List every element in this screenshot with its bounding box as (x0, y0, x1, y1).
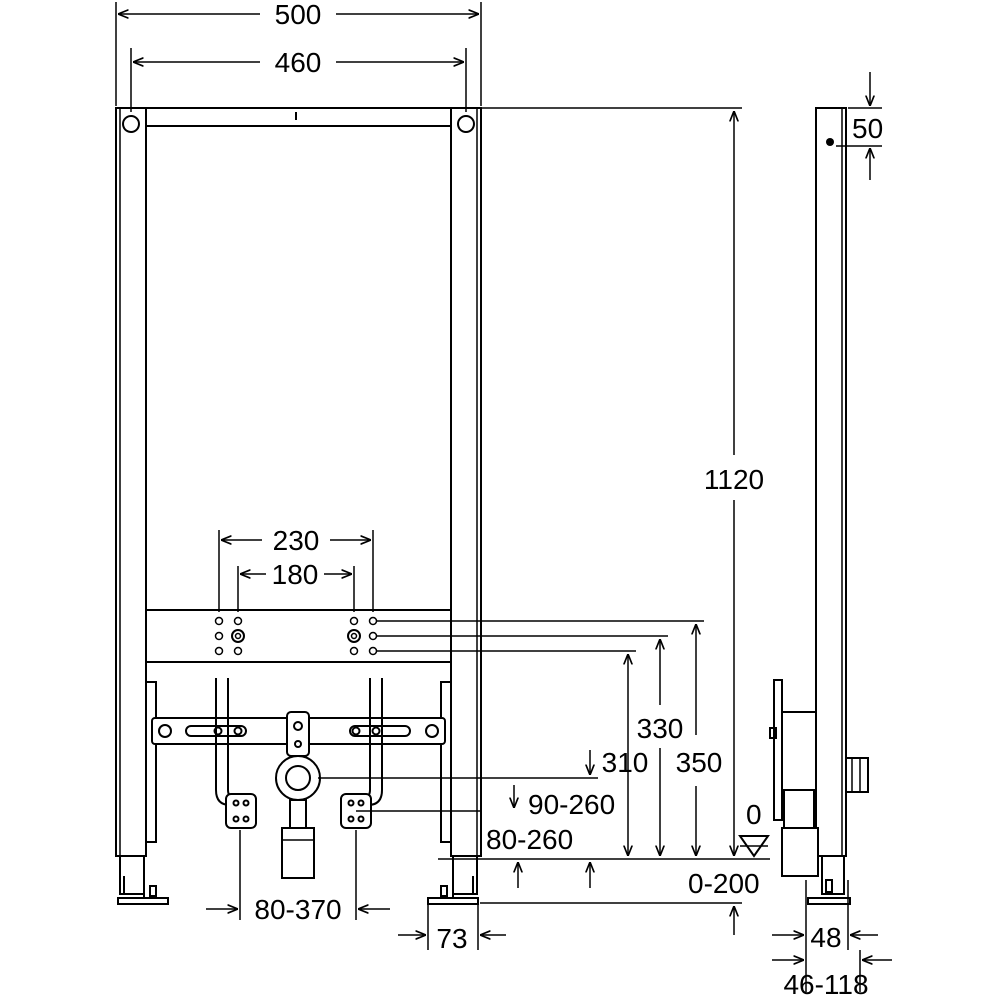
label-180: 180 (272, 559, 319, 590)
dimension-80-370: 80-370 (206, 830, 390, 925)
dimension-90-260: 90-260 (514, 750, 615, 820)
dimension-overall-width: 500 (115, 0, 482, 106)
dimension-0-200: 0-200 (518, 862, 760, 935)
dimension-310: 310 (602, 654, 649, 856)
label-80-370: 80-370 (254, 894, 341, 925)
dimension-80-260: 80-260 (486, 824, 573, 855)
label-0-200: 0-200 (688, 868, 760, 899)
label-90-260: 90-260 (528, 789, 615, 820)
label-460: 460 (275, 47, 322, 78)
label-50: 50 (852, 113, 883, 144)
dimension-foot-73: 73 (398, 904, 506, 954)
label-0: 0 (746, 799, 762, 830)
side-view (769, 107, 869, 905)
bracket-right (440, 681, 452, 843)
bracket-left (145, 681, 157, 843)
top-rail (145, 107, 452, 127)
plate-holes-left (214, 616, 245, 656)
label-80-260: 80-260 (486, 824, 573, 855)
label-230: 230 (273, 525, 320, 556)
dimension-side-top: 50 (836, 72, 883, 180)
label-1120: 1120 (704, 464, 764, 495)
front-view (115, 107, 482, 905)
label-46-118: 46-118 (783, 969, 868, 1000)
foot-right (427, 855, 479, 905)
label-330: 330 (637, 713, 684, 744)
label-500: 500 (275, 0, 322, 30)
connector-left (225, 793, 257, 829)
label-73: 73 (436, 923, 467, 954)
dimension-depth-48: 48 (772, 880, 878, 992)
dimension-outlet-spacing: 230 (218, 525, 374, 612)
side-outlet (845, 757, 869, 793)
mounting-hole-left (122, 115, 140, 133)
dimension-350: 350 (676, 624, 723, 856)
label-48: 48 (810, 922, 841, 953)
inner-panel (145, 125, 452, 611)
dimension-height: 1120 (704, 111, 764, 856)
side-post (815, 107, 847, 857)
drain-assembly (275, 711, 321, 879)
dimension-hole-spacing: 460 (130, 47, 467, 112)
foot-left (117, 855, 169, 905)
level-zero: 0 (738, 799, 770, 858)
side-bracket (773, 679, 783, 821)
label-350: 350 (676, 747, 723, 778)
left-post (115, 107, 147, 857)
mounting-hole-right (457, 115, 475, 133)
dimension-330: 330 (637, 639, 684, 856)
dimension-inner-spacing: 180 (237, 559, 355, 612)
label-310: 310 (602, 747, 649, 778)
dimension-depth-range: 46-118 (772, 950, 892, 1000)
